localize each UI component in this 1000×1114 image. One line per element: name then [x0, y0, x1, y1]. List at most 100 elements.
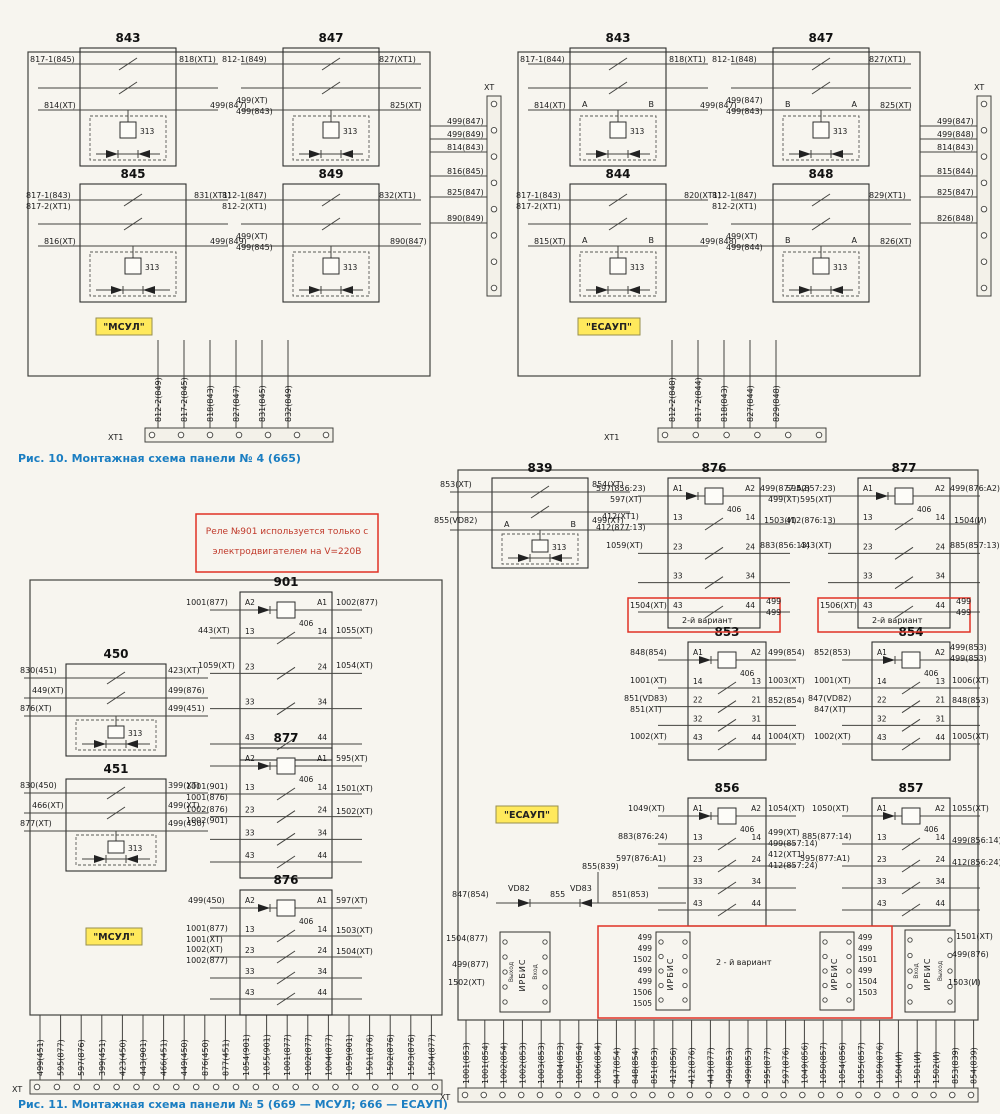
diode-icon	[628, 150, 640, 158]
terminal-wire-label: 818(843)	[720, 385, 729, 422]
contact-icon	[894, 605, 914, 619]
terminal-circle	[980, 232, 988, 239]
contact-icon	[901, 881, 921, 895]
terminal-circle	[322, 431, 330, 439]
relay-title: 843	[115, 31, 140, 45]
diode-icon	[799, 150, 811, 158]
wire-label: 817-1(844)	[520, 55, 565, 64]
diode-icon	[883, 656, 895, 664]
wire-label: 499(876:A2)	[950, 484, 1000, 493]
contact-icon	[276, 950, 296, 964]
coil-313	[531, 539, 549, 553]
wire-label: 831(XT1)	[194, 191, 231, 200]
wire-label: 812-2(XT1)	[712, 202, 757, 211]
coil-pin: A2	[935, 484, 945, 493]
contact-pin: 13	[935, 677, 945, 686]
diode-icon	[258, 762, 270, 770]
terminal-circle	[980, 100, 988, 108]
terminal-circle	[723, 431, 730, 439]
pin-circle	[822, 982, 828, 989]
contact-pin: 23	[245, 806, 255, 815]
pin-number: 1504	[858, 977, 877, 986]
wire-label: 830(451)	[20, 666, 57, 675]
contact-pin: 43	[877, 733, 887, 742]
coil-313	[812, 257, 830, 275]
panel-badge-label: "МСУЛ"	[103, 322, 145, 333]
contact-pin: 14	[877, 677, 887, 686]
wire-label: 848(853)	[952, 696, 989, 705]
pin-circle	[682, 953, 688, 960]
pin-number: 1505	[633, 999, 652, 1008]
terminal-circle	[980, 284, 988, 292]
terminal-wire-label: 853(839)	[951, 1047, 960, 1084]
wire-label: VD83	[570, 884, 592, 893]
relay-title: 843	[605, 31, 630, 45]
variant-box	[817, 597, 971, 633]
coil-pin: A1	[693, 804, 703, 813]
terminal-circle	[930, 1091, 937, 1099]
wire-label: 1503(XT)	[336, 926, 373, 935]
wire-label: 499(XT)	[768, 828, 800, 837]
diode-icon	[628, 286, 640, 294]
diode-icon	[596, 150, 608, 158]
panel-badge	[85, 927, 143, 946]
wire-label: 1506(XT)	[820, 601, 857, 610]
wire-label: 815(844)	[937, 167, 974, 176]
wire-label: 814(843)	[447, 143, 484, 152]
terminal-circle	[332, 1083, 339, 1091]
coil-label: 406	[924, 825, 939, 834]
terminal-circle	[33, 1083, 41, 1091]
contact-icon	[901, 859, 921, 873]
wire-label: 2 - й вариант	[716, 958, 772, 967]
wire-label: 812-1(847)	[712, 191, 757, 200]
wire-label: 1049(XT)	[628, 804, 665, 813]
coil-406	[894, 487, 914, 505]
terminal-wire-label: 817-2(844)	[694, 377, 703, 422]
terminal-wire-label: 595(877)	[763, 1047, 772, 1084]
terminal-wire-label: 851(853)	[650, 1047, 659, 1084]
diode-icon	[799, 286, 811, 294]
diode-icon	[94, 855, 106, 863]
terminal-circle	[352, 1083, 359, 1091]
irbis-block	[819, 931, 855, 1011]
wire-label: 597(856:23)	[596, 484, 646, 493]
contact-icon	[704, 605, 724, 619]
wire-label: 1055(XT)	[952, 804, 989, 813]
terminal-strip-label: XT	[484, 83, 494, 92]
pin-circle	[682, 982, 688, 989]
panel-frame	[29, 579, 443, 1016]
wire-label: 499(843)	[726, 107, 763, 116]
terminal-circle	[761, 1091, 769, 1099]
wire-label: 847(854)	[452, 890, 489, 899]
wire-label: 1001(876)	[186, 793, 228, 802]
contact-icon	[811, 217, 831, 231]
wire-label: 817-1(843)	[26, 191, 71, 200]
terminal-circle	[754, 431, 761, 439]
terminal-circle	[232, 1083, 240, 1091]
terminal-wire-label: 1501(876)	[366, 1034, 375, 1076]
coil-pin: A2	[935, 804, 945, 813]
relay-box	[569, 47, 667, 167]
wire-label: 825(847)	[937, 188, 974, 197]
wire-label: 499(876)	[952, 950, 989, 959]
terminal-wire-label: 412(876)	[688, 1047, 697, 1084]
wire-label: 877(XT)	[20, 819, 52, 828]
pin-circle	[658, 982, 664, 989]
terminal-wire-label: 449(450)	[180, 1039, 189, 1076]
io-label: Выход	[937, 961, 944, 981]
contact-icon	[717, 903, 737, 917]
wire-label: 832(XT1)	[379, 191, 416, 200]
relay-box	[65, 663, 167, 757]
terminal-circle	[874, 1091, 881, 1099]
relay-title: 877	[273, 731, 298, 745]
wire-label: 499(847)	[447, 117, 484, 126]
wire-label: 1001(877)	[186, 598, 228, 607]
wire-label: 1002(877)	[186, 956, 228, 965]
terminal-strip	[486, 95, 502, 297]
wire-label: 883(856:13)	[760, 541, 810, 550]
contact-pin: 21	[751, 696, 761, 705]
terminal-circle	[212, 1083, 220, 1091]
wire-label: 876(XT)	[20, 704, 52, 713]
wire-label: 499(XT)	[726, 232, 758, 241]
wire-label: 1001(XT)	[630, 676, 667, 685]
